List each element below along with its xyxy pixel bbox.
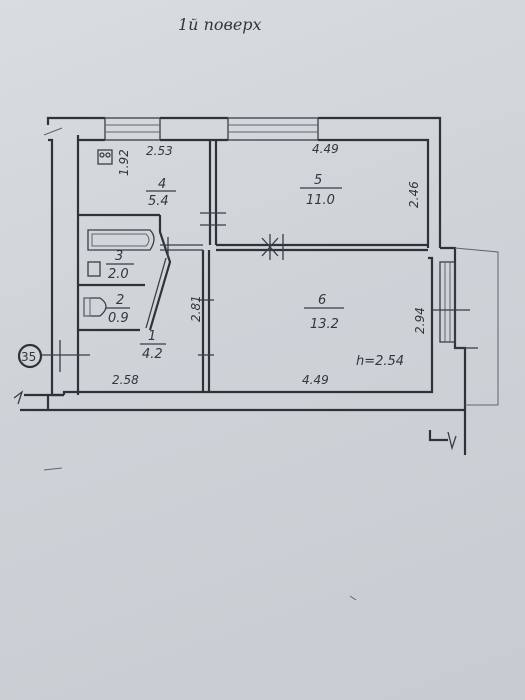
room-2-id: 2 xyxy=(116,293,124,308)
room-1-area: 4.2 xyxy=(142,347,163,362)
room-2-area: 0.9 xyxy=(108,311,129,326)
room-6-area: 13.2 xyxy=(310,317,339,332)
dim-room4-side: 1.92 xyxy=(117,149,131,176)
paper-marks xyxy=(43,127,357,601)
room-1-id: 1 xyxy=(148,329,156,344)
room-labels: 4 5.4 5 11.0 3 2.0 2 0.9 1 4.2 6 13.2 xyxy=(106,173,344,362)
fixtures xyxy=(83,149,155,317)
dim-bottom-right: 4.49 xyxy=(302,373,329,387)
window-right xyxy=(439,261,456,343)
room-4-id: 4 xyxy=(158,177,166,192)
dim-room5-side: 2.46 xyxy=(407,181,421,208)
room-5-id: 5 xyxy=(314,173,322,188)
interior-walls xyxy=(40,140,478,392)
outer-walls xyxy=(13,116,499,455)
sink-icon xyxy=(87,261,101,277)
stair-marker-label: 35 xyxy=(21,350,36,364)
bathtub-icon xyxy=(87,229,155,251)
dim-corridor-side: 2.81 xyxy=(189,295,203,322)
toilet-icon xyxy=(83,297,107,317)
window-top-right xyxy=(227,117,319,141)
stair-marker-circle xyxy=(17,343,43,369)
stove-icon xyxy=(97,149,113,165)
dim-bottom-left: 2.58 xyxy=(112,373,139,387)
room-3-area: 2.0 xyxy=(108,267,129,282)
room-5-area: 11.0 xyxy=(306,193,335,208)
dim-top-right: 4.49 xyxy=(312,142,339,156)
room-4-area: 5.4 xyxy=(148,194,169,209)
ceiling-height-label: h=2.54 xyxy=(356,354,404,369)
room-6-id: 6 xyxy=(318,293,326,308)
window-top-left xyxy=(104,117,161,141)
dim-top-left: 2.53 xyxy=(146,144,173,158)
balcony-outline xyxy=(454,247,499,406)
floor-title: 1й поверх xyxy=(178,15,262,34)
dimension-labels: 2.53 4.49 1.92 2.46 2.94 2.81 2.58 4.49 xyxy=(112,142,427,387)
dim-room6-side: 2.94 xyxy=(413,307,427,334)
room-3-id: 3 xyxy=(115,249,123,264)
